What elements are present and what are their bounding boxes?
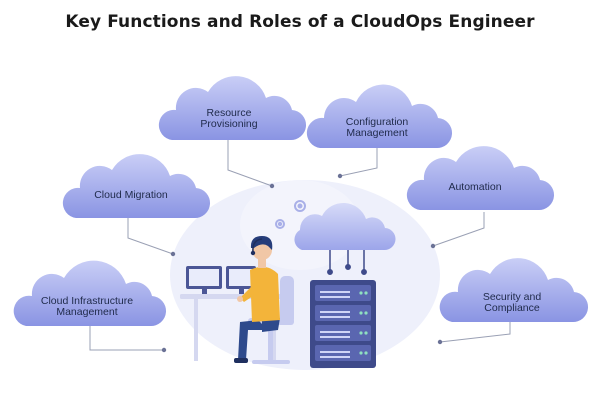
connector-dots [161,173,443,353]
role-label-line2: Provisioning [200,118,258,130]
cloud-cables [327,250,367,275]
cloud-resource-provisioning [158,76,307,141]
cloud-cloud-migration [62,154,211,219]
cloud-cloud-infrastructure [13,260,167,327]
cloud-security-compliance [439,258,589,323]
connectors [89,140,511,351]
role-security-compliance: Security and Compliance [450,292,574,314]
connector-automation [432,212,485,247]
role-label-line1: Resource [206,107,252,119]
role-automation: Automation [414,182,536,193]
role-label-line1: Cloud Infrastructure [40,295,134,307]
connector-cloud-infrastructure [89,326,164,351]
role-label-line1: Security and [482,291,542,303]
engineer-figure [234,236,280,363]
role-label-line1: Configuration [345,116,409,128]
cloud-automation [406,146,555,211]
role-label-line2: Compliance [484,302,540,314]
gear-icon [275,200,306,229]
cloud-configuration-management [306,84,453,149]
connector-cloud-migration [127,218,174,255]
role-resource-provisioning: Resource Provisioning [168,108,290,130]
role-cloud-infrastructure-management: Cloud Infrastructure Management [22,296,152,318]
connector-resource-provisioning [227,140,273,187]
diagram-title: Key Functions and Roles of a CloudOps En… [65,12,535,32]
role-cloud-migration: Cloud Migration [70,190,192,201]
role-configuration-management: Configuration Management [316,117,438,139]
role-label-line2: Management [346,127,408,139]
server-cloud-icon [294,202,396,251]
role-label-line2: Management [56,306,118,318]
monitor-icon [186,266,256,294]
connector-security-compliance [439,322,511,343]
connector-configuration-management [339,148,378,177]
role-label-line1: Automation [448,181,502,193]
server-rack-icon [310,280,376,368]
role-label-line1: Cloud Migration [94,189,168,201]
